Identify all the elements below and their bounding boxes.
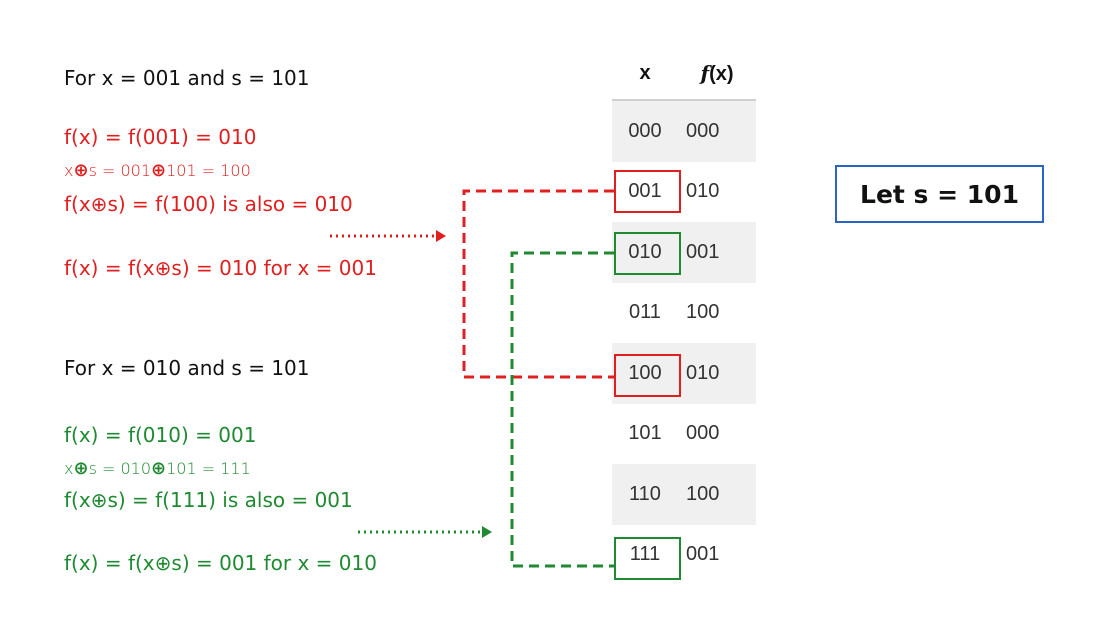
column-header-f-arg: (x): [709, 63, 734, 85]
column-header-fx: f(x): [678, 61, 756, 86]
case2-xor-rest: s = 010: [88, 459, 152, 478]
cell-fx: 000: [686, 422, 720, 445]
table-row: 000 000: [612, 101, 756, 162]
cell-x: 101: [628, 422, 662, 445]
cell-x: 100: [628, 361, 662, 384]
table-row: 101 000: [612, 404, 756, 465]
table-row: 100 010: [612, 343, 756, 404]
case1-fx: f(x) = f(001) = 010: [64, 125, 257, 149]
cell-fx: 000: [686, 119, 720, 142]
table-header: x f(x): [612, 48, 756, 101]
column-header-x: x: [639, 62, 651, 84]
cell-x: 110: [629, 482, 661, 505]
xor-symbol-icon: ⊕: [151, 458, 167, 479]
case1-xor-x: x: [64, 161, 74, 180]
case1-xor-rest: s = 001: [88, 161, 152, 180]
case2-fx: f(x) = f(010) = 001: [64, 423, 257, 447]
cell-x: 000: [628, 119, 662, 142]
case2-xor-line: x⊕s = 010⊕101 = 111: [64, 458, 251, 479]
table-row: 001 010: [612, 162, 756, 223]
red-arrowhead-icon: [436, 230, 446, 242]
case2-xor-tail: 101 = 111: [166, 459, 251, 478]
cell-x: 001: [628, 180, 662, 203]
table-row: 011 100: [612, 283, 756, 344]
cell-fx: 001: [686, 543, 720, 566]
highlight-box-001: [614, 170, 681, 213]
highlight-box-111: [614, 537, 681, 580]
cell-x: 011: [629, 301, 661, 324]
highlight-box-010: [614, 232, 681, 275]
case2-xor-x: x: [64, 459, 74, 478]
table-row: 111 001: [612, 525, 756, 586]
case2-conclusion: f(x) = f(x⊕s) = 001 for x = 010: [64, 551, 377, 575]
case1-conclusion: f(x) = f(x⊕s) = 010 for x = 001: [64, 256, 377, 280]
red-dashed-connector: [462, 189, 614, 379]
highlight-box-100: [614, 354, 681, 397]
case2-heading: For x = 010 and s = 101: [64, 356, 310, 380]
cell-fx: 010: [686, 180, 720, 203]
table-row: 110 100: [612, 464, 756, 525]
case1-xor-tail: 101 = 100: [166, 161, 251, 180]
case1-fxors: f(x⊕s) = f(100) is also = 010: [64, 192, 353, 216]
cell-fx: 100: [686, 482, 720, 505]
column-header-f: f: [700, 61, 710, 85]
case1-xor-line: x⊕s = 001⊕101 = 100: [64, 160, 251, 181]
let-s-box: Let s = 101: [835, 165, 1044, 223]
xor-symbol-icon: ⊕: [151, 160, 167, 181]
green-dashed-connector: [510, 251, 614, 568]
xor-symbol-icon: ⊕: [73, 458, 89, 479]
cell-x: 111: [629, 543, 661, 566]
cell-x: 010: [628, 240, 662, 263]
xor-symbol-icon: ⊕: [73, 160, 89, 181]
case2-fxors: f(x⊕s) = f(111) is also = 001: [64, 488, 353, 512]
cell-fx: 010: [686, 361, 720, 384]
cell-fx: 100: [686, 301, 720, 324]
case1-heading: For x = 001 and s = 101: [64, 66, 310, 90]
cell-fx: 001: [686, 240, 720, 263]
green-arrowhead-icon: [482, 526, 492, 538]
